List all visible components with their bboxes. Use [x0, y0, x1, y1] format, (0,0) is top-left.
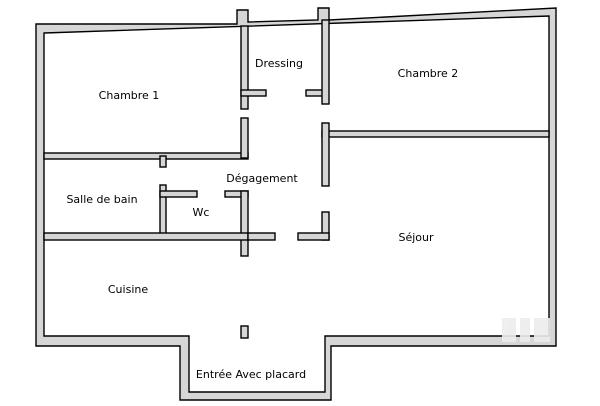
wall-sejour-west — [321, 122, 330, 187]
label-cuisine: Cuisine — [108, 283, 148, 296]
label-chambre-1: Chambre 1 — [99, 89, 160, 102]
wall-chambre1-east-lower — [240, 117, 249, 159]
wall-wc-east — [240, 190, 249, 257]
wall-cuisine-north — [43, 232, 249, 241]
wall-dressing-east — [321, 19, 330, 105]
label-dressing: Dressing — [255, 57, 303, 70]
label-wc: Wc — [193, 206, 210, 219]
label-entree: Entrée Avec placard — [196, 368, 306, 381]
wall-wc-north — [159, 190, 198, 198]
wall-cuisine-stub — [240, 325, 249, 339]
wall-chambre1-east — [240, 25, 249, 110]
wall-chambre2-south — [321, 130, 550, 138]
wall-sejour-west-stub — [297, 232, 330, 241]
label-chambre-2: Chambre 2 — [398, 67, 459, 80]
label-sejour: Séjour — [398, 231, 434, 244]
wall-cuisine-north-stub — [247, 232, 276, 241]
watermark-logo — [502, 318, 550, 342]
label-salle-de-bain: Salle de bain — [66, 193, 137, 206]
wall-dressing-south-left — [240, 89, 267, 97]
wall-salle-de-bain-east — [159, 155, 167, 168]
label-degagement: Dégagement — [226, 172, 298, 185]
wall-chambre1-south — [43, 152, 249, 160]
